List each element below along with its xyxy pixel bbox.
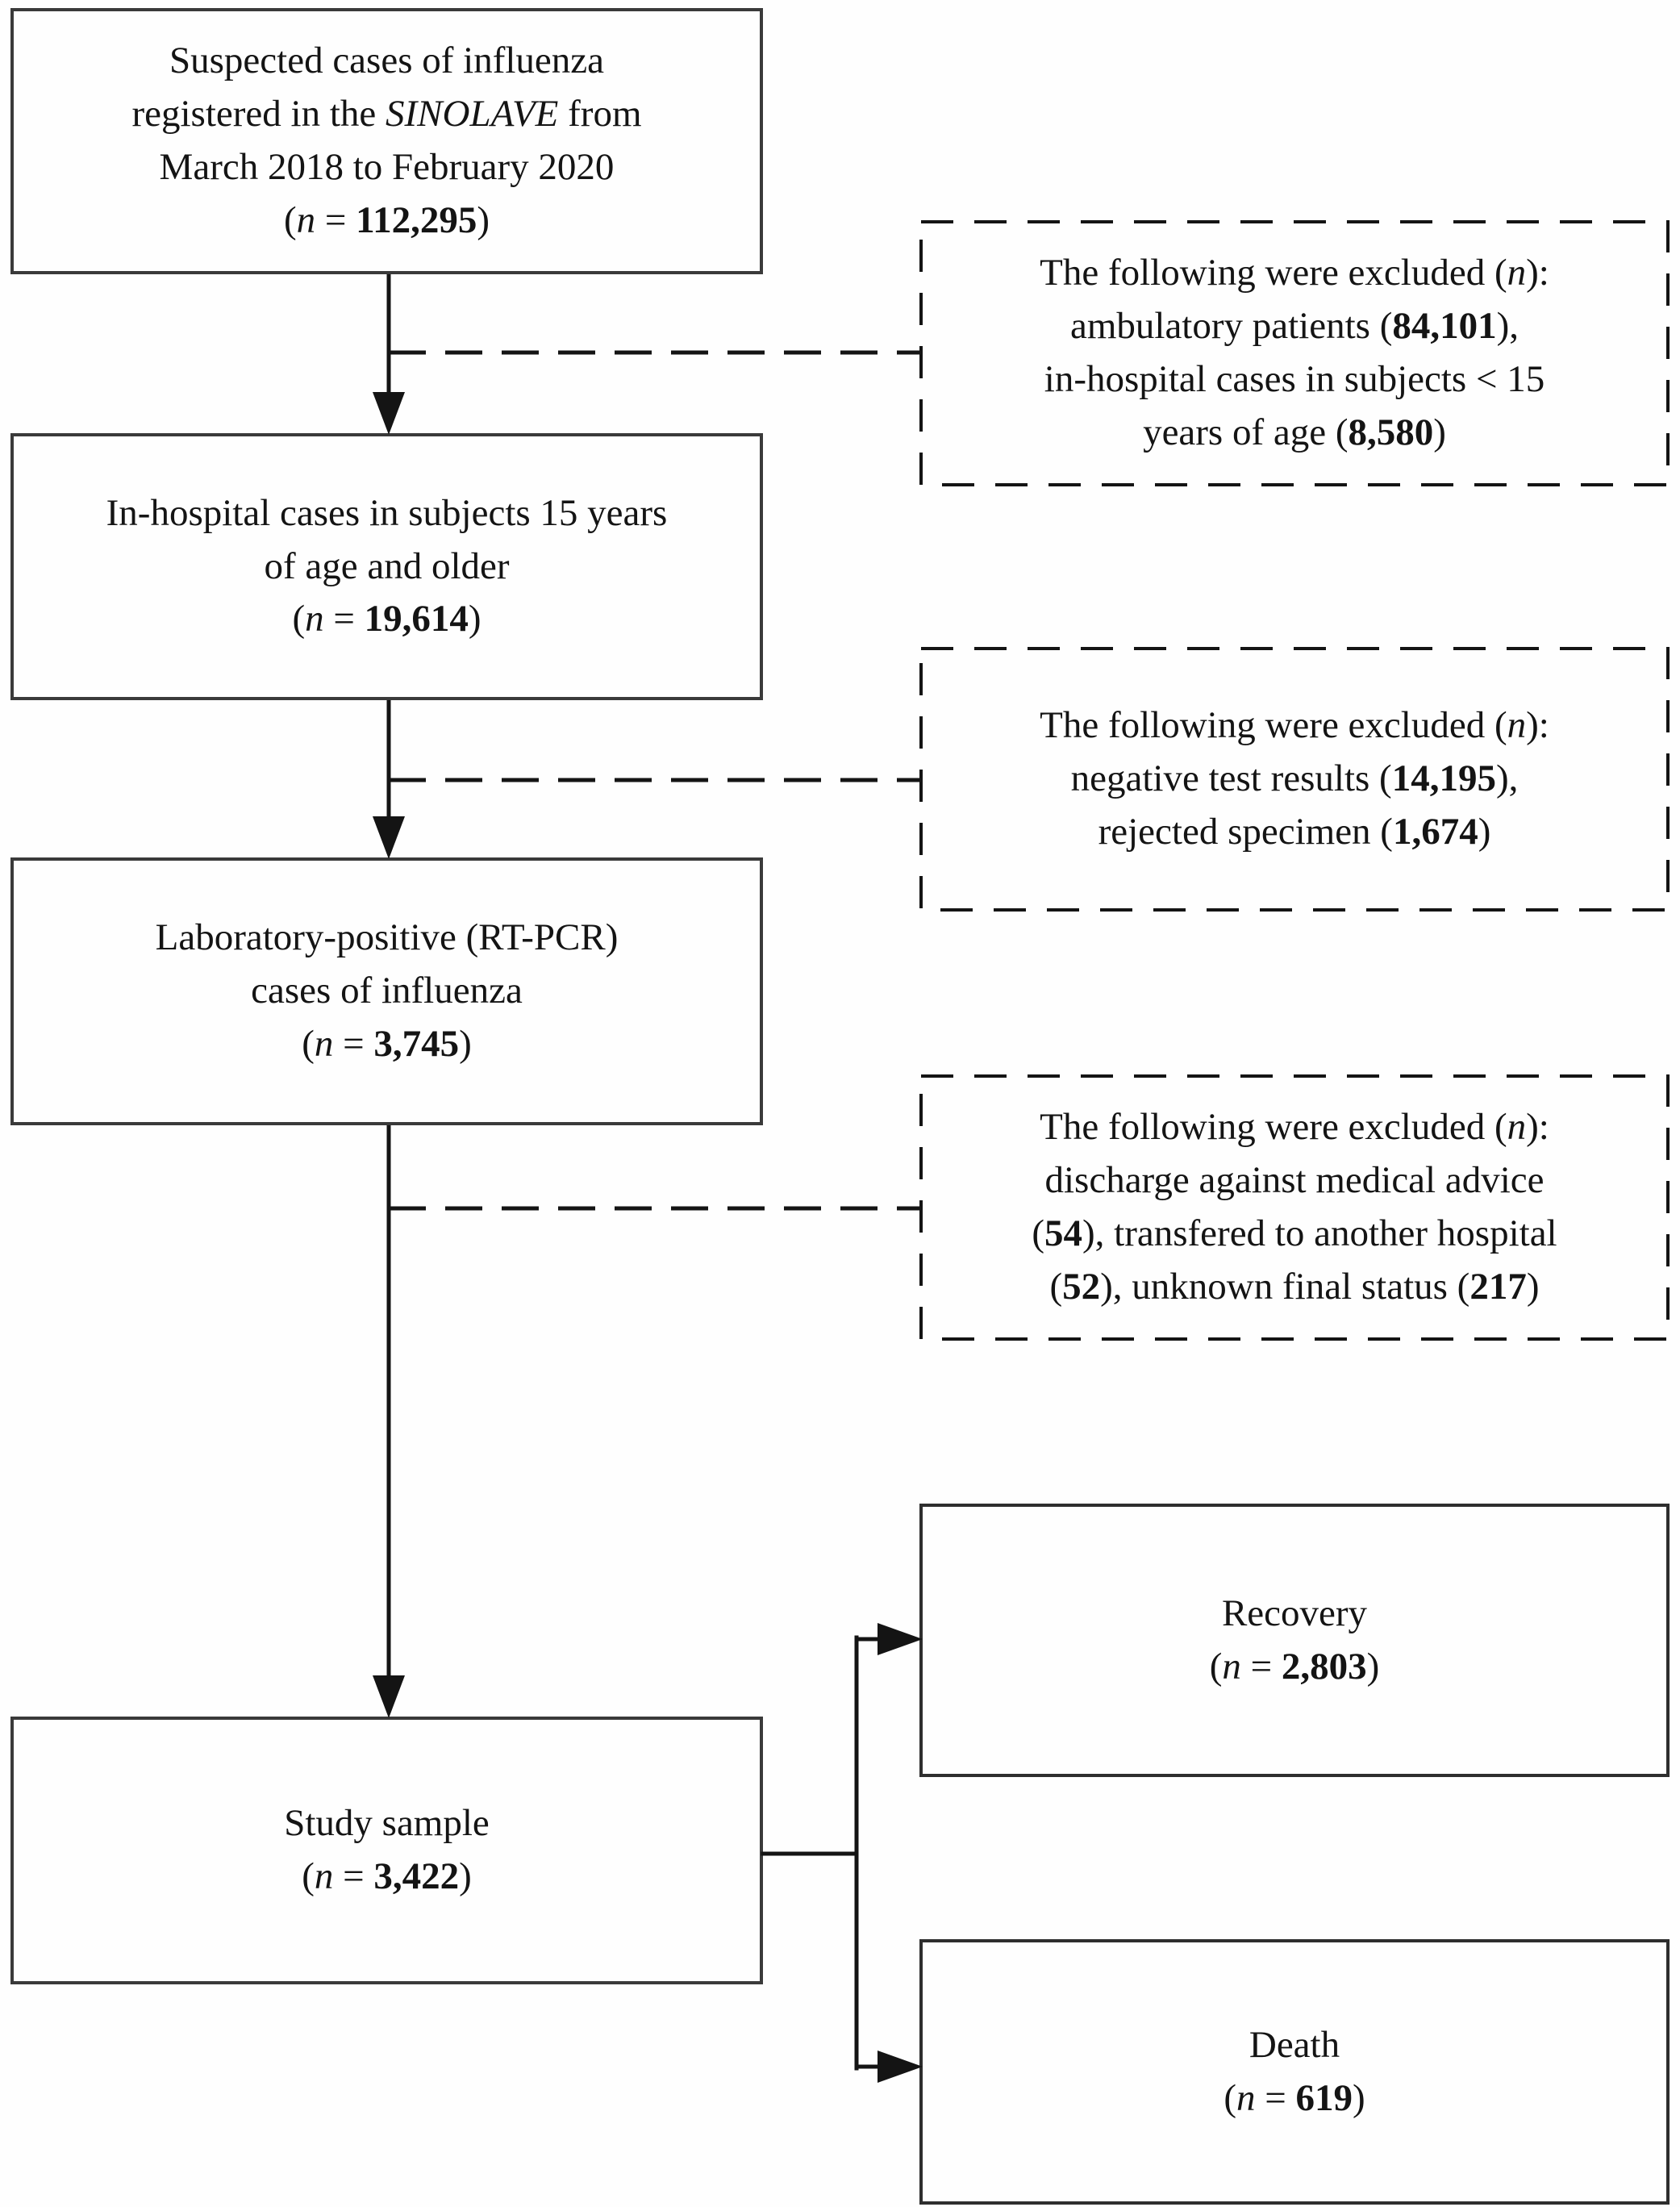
- text-line: in-hospital cases in subjects < 15: [1044, 358, 1545, 400]
- text-line: The following were excluded (n):: [1040, 252, 1549, 294]
- text-line: Suspected cases of influenza: [169, 40, 604, 82]
- box-outline-lab-positive: [10, 857, 763, 1125]
- text-line: (n = 619): [1224, 2076, 1365, 2119]
- box-outline-suspected: [10, 8, 763, 274]
- text-line: Study sample: [284, 1802, 490, 1845]
- text-line: (n = 19,614): [292, 598, 481, 640]
- text-line: (n = 112,295): [284, 198, 490, 241]
- box-outline-study-sample: [10, 1717, 763, 1984]
- box-death: Death (n = 619): [921, 1941, 1668, 2203]
- text-line: ambulatory patients (84,101),: [1069, 305, 1520, 348]
- arrowhead-down-1: [373, 392, 405, 435]
- arrowhead-right-recovery: [878, 1623, 923, 1655]
- arrowhead-down-3: [373, 1675, 405, 1718]
- box-excluded-final-status: The following were excluded (n): discharg…: [921, 1076, 1668, 1339]
- text-line: (52), unknown final status (217): [1049, 1265, 1540, 1308]
- text-line: The following were excluded (n):: [1040, 704, 1549, 747]
- text-line: of age and older: [264, 544, 510, 587]
- text-line: (n = 3,422): [302, 1855, 472, 1897]
- text-line: (54), transfered to another hospital: [1032, 1212, 1557, 1254]
- text-line: Recovery: [1221, 1592, 1368, 1634]
- box-outline-in-hospital: [10, 433, 763, 700]
- arrowhead-down-2: [373, 816, 405, 859]
- box-in-hospital-cases: In-hospital cases in subjects 15 years of…: [12, 435, 761, 699]
- text-line: cases of influenza: [251, 970, 523, 1012]
- text-line: (n = 2,803): [1209, 1645, 1380, 1688]
- text-line: rejected specimen (1,674): [1098, 810, 1491, 853]
- text-line: March 2018 to February 2020: [159, 146, 615, 188]
- text-line: years of age (8,580): [1143, 411, 1446, 453]
- text-line: negative test results (14,195),: [1070, 757, 1519, 800]
- box-excluded-ambulatory: The following were excluded (n): ambulato…: [921, 222, 1668, 485]
- box-recovery: Recovery (n = 2,803): [921, 1505, 1668, 1775]
- text-line: In-hospital cases in subjects 15 years: [106, 491, 668, 534]
- text-line: Laboratory-positive (RT-PCR): [155, 916, 619, 959]
- box-outline-death: [919, 1939, 1670, 2205]
- box-lab-positive-cases: Laboratory-positive (RT-PCR) cases of inf…: [12, 859, 761, 1124]
- box-outline-recovery: [919, 1504, 1670, 1777]
- text-line: The following were excluded (n):: [1040, 1106, 1549, 1149]
- text-line: registered in the SINOLAVE from: [131, 93, 642, 136]
- text-line: discharge against medical advice: [1044, 1159, 1545, 1202]
- box-excluded-negative: The following were excluded (n): negative…: [921, 649, 1668, 910]
- text-line: (n = 3,745): [302, 1022, 472, 1065]
- box-suspected-cases: Suspected cases of influenza registered i…: [12, 10, 761, 273]
- text-line: Death: [1249, 2023, 1340, 2066]
- box-study-sample: Study sample (n = 3,422): [12, 1718, 761, 1983]
- arrowhead-right-death: [878, 2051, 923, 2083]
